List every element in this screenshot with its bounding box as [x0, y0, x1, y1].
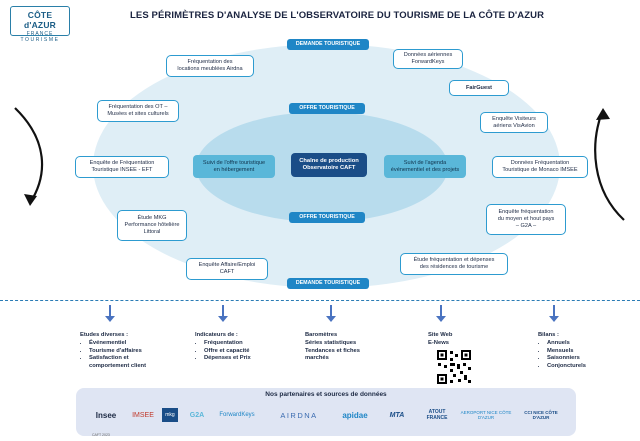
column-heading: Etudes diverses :: [80, 332, 129, 338]
section-divider: [0, 300, 640, 301]
caft-logo: CÔTE d'AZUR FRANCE TOURISME: [10, 6, 70, 43]
box-ot: Fréquentation des OT – Musées et sites c…: [97, 100, 179, 122]
pill-offre-top: OFFRE TOURISTIQUE: [289, 103, 365, 114]
pill-demande-bottom: DEMANDE TOURISTIQUE: [287, 278, 369, 289]
logo-atout-france: ATOUT FRANCE: [426, 409, 448, 421]
column-bilans: Bilans : Annuels Mensuels Saisonniers Co…: [538, 332, 608, 371]
logo-apidae: apidae: [342, 410, 368, 420]
logo-imsee: IMSEE: [132, 411, 154, 419]
column-line: Baromètres: [305, 332, 338, 338]
column-line: Site Web: [428, 332, 453, 338]
box-g2a: Enquête fréquentation du moyen et hout p…: [486, 204, 566, 235]
logo-line-1: CÔTE d'AZUR: [23, 10, 57, 30]
logo-mkg: mkg: [162, 408, 178, 422]
box-insee: Enquête de Fréquentation Touristique INS…: [75, 156, 169, 178]
logo-line-2: FRANCE: [26, 31, 54, 37]
column-line: Tendances et fiches marchés: [305, 347, 360, 362]
partners-title: Nos partenaires et sources de données: [265, 391, 387, 398]
right-curved-arrow: [594, 111, 625, 221]
down-arrow-icon: [436, 305, 446, 322]
right-arrowhead: [596, 108, 610, 120]
logo-g2a: G2A: [189, 411, 205, 419]
down-arrow-icon: [218, 305, 228, 322]
column-etudes: Etudes diverses : Événementiel Tourisme …: [80, 332, 180, 371]
column-line: Séries statistiques: [305, 339, 357, 346]
column-web: Site Web E-News: [428, 332, 488, 348]
column-indicateurs: Indicateurs de : Fréquentation Offre et …: [195, 332, 285, 363]
logo-line-3: TOURISME: [20, 37, 60, 43]
pill-demande-top: DEMANDE TOURISTIQUE: [287, 39, 369, 50]
column-heading: Bilans :: [538, 332, 559, 338]
column-line: E-News: [428, 339, 449, 346]
box-suivi-agenda: Suivi de l'agenda événementiel et des pr…: [384, 155, 466, 178]
pill-offre-bottom: OFFRE TOURISTIQUE: [289, 212, 365, 223]
box-chaine-production: Chaîne de production Observatoire CAFT: [291, 153, 367, 177]
column-heading: Indicateurs de :: [195, 332, 238, 338]
column-item: Tourisme d'affaires: [89, 348, 180, 356]
down-arrow-icon: [549, 305, 559, 322]
logo-aeroport: AEROPORT NICE CÔTE D'AZUR: [460, 410, 512, 420]
logo-cci: CCI NICE CÔTE D'AZUR: [524, 410, 558, 420]
box-suivi-offre: Suivi de l'offre touristique en hébergem…: [193, 155, 275, 178]
box-emploi: Enquête Affaire/Emploi CAFT: [186, 258, 268, 280]
down-arrow-icon: [326, 305, 336, 322]
column-item: Satisfaction et comportement client: [89, 355, 180, 371]
box-forwardkeys: Données aériennes ForwardKeys: [393, 49, 463, 69]
box-airdna: Fréquentation des locations meublées Air…: [166, 55, 254, 77]
box-visavion: Enquête Visiteurs aériens VisAvion: [480, 112, 548, 133]
column-item: Saisonniers: [547, 355, 608, 363]
logo-airdna: AIRDNA: [280, 410, 318, 420]
box-fairguest: FairGuest: [449, 80, 509, 96]
logo-insee: Insee: [95, 410, 117, 420]
box-residences: Étude fréquentation et dépenses des rési…: [400, 253, 508, 275]
qr-code-icon[interactable]: [436, 349, 472, 385]
column-item: Événementiel: [89, 340, 180, 348]
column-barometres: Baromètres Séries statistiques Tendances…: [305, 332, 395, 363]
column-item: Dépenses et Prix: [204, 355, 285, 363]
logo-forwardkeys: ForwardKeys: [219, 412, 255, 418]
partners-panel: Nos partenaires et sources de données In…: [76, 388, 576, 436]
column-item: Offre et capacité: [204, 348, 285, 356]
down-arrow-icon: [105, 305, 115, 322]
box-monaco: Données Fréquentation Touristique de Mon…: [492, 156, 588, 178]
logo-mta: MTA: [389, 411, 405, 419]
column-item: Fréquentation: [204, 340, 285, 348]
box-mkg: Étude MKG Performance hôtelière Littoral: [117, 210, 187, 241]
page-title: LES PÉRIMÈTRES D'ANALYSE DE L'OBSERVATOI…: [130, 10, 545, 21]
left-curved-arrow: [14, 107, 44, 204]
column-item: Mensuels: [547, 348, 608, 356]
column-item: Annuels: [547, 340, 608, 348]
column-item: Conjoncturels: [547, 363, 608, 371]
footer-credit: CAFT 2023: [92, 433, 110, 437]
left-arrowhead: [24, 194, 37, 206]
